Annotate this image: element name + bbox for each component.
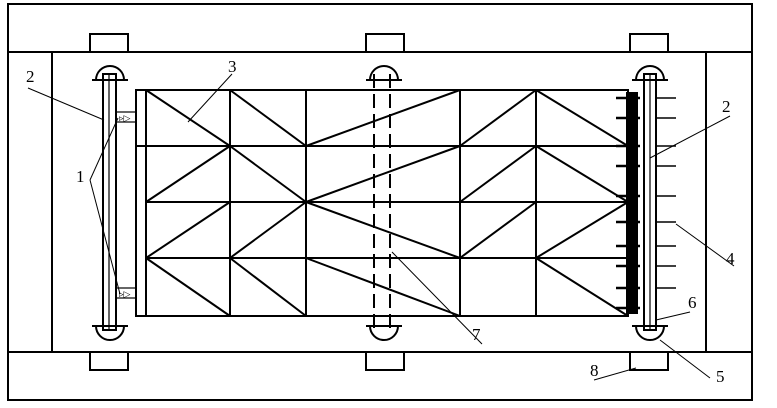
left-connectors: ▹▷ ▹▷ <box>115 111 137 300</box>
top-support-blocks <box>89 33 669 53</box>
right-clamp-bar <box>626 92 638 314</box>
label-1: 1 <box>76 167 85 186</box>
label-2-left: 2 <box>26 67 35 86</box>
label-3: 3 <box>228 57 237 76</box>
truss-diagonals <box>145 89 629 317</box>
bottom-hinges <box>92 325 668 341</box>
label-5: 5 <box>716 367 725 386</box>
truss-grid <box>135 89 629 317</box>
right-rods <box>656 97 676 289</box>
right-bolts <box>616 96 640 310</box>
label-7: 7 <box>472 325 481 344</box>
leader-lines <box>27 73 735 381</box>
label-2-right: 2 <box>722 97 731 116</box>
svg-text:▹▷: ▹▷ <box>119 290 131 300</box>
label-6: 6 <box>688 293 697 312</box>
right-beam <box>643 73 657 331</box>
label-8: 8 <box>590 361 599 380</box>
bottom-support-blocks <box>89 351 669 371</box>
left-beam <box>102 73 117 331</box>
top-hinges <box>92 65 668 81</box>
svg-text:▹▷: ▹▷ <box>119 114 131 124</box>
label-4: 4 <box>726 249 735 268</box>
